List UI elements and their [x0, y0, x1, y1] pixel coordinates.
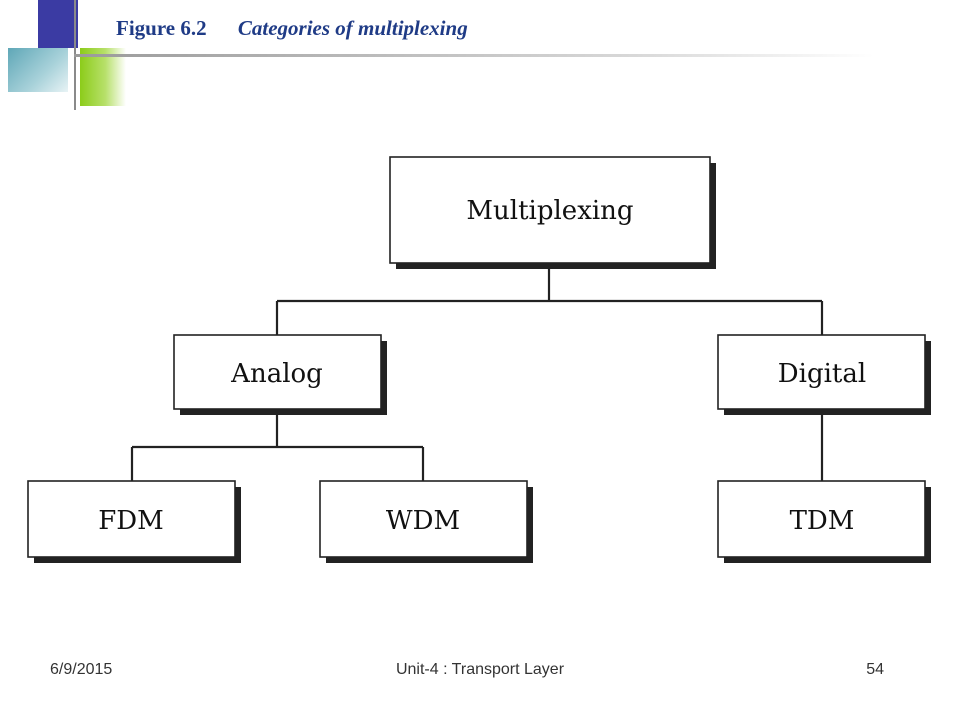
node-fdm: FDM: [27, 480, 241, 563]
node-multiplexing: Multiplexing: [389, 156, 716, 269]
node-digital: Digital: [717, 334, 931, 415]
node-analog-label: Analog: [230, 359, 323, 389]
node-tdm-label: TDM: [790, 506, 855, 536]
decor-horizontal-rule: [74, 54, 874, 57]
node-multiplexing-label: Multiplexing: [466, 196, 633, 226]
decor-blue-square: [38, 0, 78, 48]
figure-number: Figure 6.2: [116, 16, 207, 40]
node-fdm-label: FDM: [98, 506, 164, 536]
node-wdm-label: WDM: [386, 506, 460, 536]
decor-teal-square: [8, 48, 68, 92]
connectors: [130, 262, 824, 481]
footer-course-title: Unit-4 : Transport Layer: [395, 661, 565, 678]
figure-caption: Categories of multiplexing: [237, 16, 468, 40]
node-wdm: WDM: [319, 480, 533, 563]
node-tdm: TDM: [717, 480, 931, 563]
node-analog: Analog: [173, 334, 387, 415]
decor-green-square: [80, 48, 126, 106]
footer-page-number: 54: [866, 661, 884, 678]
figure-title: Figure 6.2 Categories of multiplexing: [116, 16, 468, 41]
node-digital-label: Digital: [778, 359, 866, 389]
footer-date: 6/9/2015: [50, 661, 113, 678]
